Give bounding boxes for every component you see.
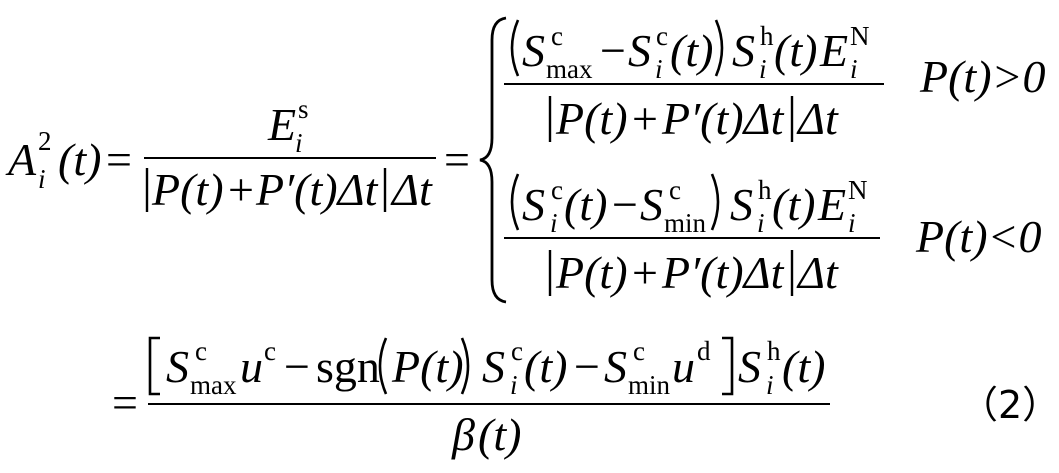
line2-s4: S [738, 341, 761, 392]
case1-s1-sup: c [551, 21, 563, 51]
case1-den-p1: P(t) [555, 93, 628, 144]
cases-brace [479, 16, 507, 304]
lhs-symbol: A [5, 134, 37, 185]
line2-den-beta: β [451, 409, 475, 460]
line2-sgn: sgn [316, 341, 380, 392]
case2-s1: S [522, 179, 545, 230]
case1-s2-sup: c [656, 21, 668, 51]
case2-s2-sub: min [664, 208, 707, 238]
fraction-main: E s i P(t) + P′(t)Δt Δt [144, 94, 436, 215]
line2-minus2: − [574, 341, 600, 392]
case2-s2: S [640, 179, 663, 230]
lhs-arg: (t) [58, 134, 101, 185]
case2-s3: S [730, 179, 753, 230]
case2-s1-arg: (t) [564, 179, 607, 230]
case1-e-sub: i [850, 54, 858, 84]
case1-e: E [819, 25, 848, 76]
line2-minus1: − [284, 341, 310, 392]
frac1-num-sup: s [298, 94, 309, 124]
case2-s1-sub: i [550, 208, 558, 238]
case2-s3-arg: (t) [772, 179, 815, 230]
case1-s2-sub: i [655, 54, 663, 84]
line2-s1: S [166, 341, 189, 392]
line2-s2-sub: i [510, 370, 518, 400]
case1-s2: S [628, 25, 651, 76]
equals-sign-3: = [112, 377, 138, 428]
case1-minus: − [600, 25, 626, 76]
line2-s2-sup: c [511, 336, 523, 366]
case1-s1-sub: max [546, 54, 593, 84]
case2-e-sub: i [848, 208, 856, 238]
line2-p: P(t) [391, 341, 464, 392]
line2-paren-right [460, 337, 470, 395]
lhs-term: A 2 i (t) [5, 126, 101, 194]
case2-s2-sup: c [669, 175, 681, 205]
case-2: S c i (t) − S c min S h i (t) E N i P(t)… [504, 173, 1042, 298]
case1-e-sup: N [850, 21, 870, 51]
line2-s4-sub: i [766, 370, 774, 400]
equals-sign-1: = [106, 134, 132, 185]
line2-u1-sup: c [264, 336, 276, 366]
line2-s2: S [482, 341, 505, 392]
case2-den-dt: Δt [796, 247, 839, 298]
case1-s3: S [732, 25, 755, 76]
frac1-num-symbol: E [267, 99, 296, 150]
line2-fraction: S c max u c − sgn P(t) S c i (t) − S c m… [148, 336, 830, 460]
case2-e-sup: N [848, 175, 868, 205]
line2-s4-sup: h [767, 336, 781, 366]
line2-u2-sup: d [697, 336, 711, 366]
case2-condition: P(t)<0 [915, 211, 1042, 262]
case1-den-p2: P′(t)Δt [661, 93, 785, 144]
case2-den-p1: P(t) [555, 247, 628, 298]
case1-s3-arg: (t) [774, 25, 817, 76]
case1-paren-right [714, 19, 724, 77]
case2-e: E [817, 179, 846, 230]
line2-paren-left [378, 337, 388, 395]
case1-paren-left [510, 19, 520, 77]
case2-s3-sub: i [757, 208, 765, 238]
equation-number: （2） [960, 383, 1059, 427]
line2-s3: S [604, 341, 627, 392]
case2-den-p2: P′(t)Δt [661, 247, 785, 298]
line2-u1: u [240, 341, 263, 392]
line2-u2: u [672, 341, 695, 392]
lhs-sup: 2 [38, 126, 52, 156]
frac1-den-plus: + [228, 164, 254, 215]
case1-s1: S [522, 25, 545, 76]
frac1-num-sub: i [295, 128, 303, 158]
line2-s1-sub: max [190, 370, 237, 400]
case-1: S c max − S c i (t) S h i (t) E N i P(t)… [504, 19, 1046, 144]
frac1-den-dt: Δt [390, 164, 433, 215]
case1-den-plus: + [632, 93, 658, 144]
line2-s3-sub: min [628, 370, 671, 400]
lhs-sub: i [38, 164, 46, 194]
line2-bracket-right [722, 336, 734, 396]
line2-s4-arg: (t) [782, 341, 825, 392]
case2-minus: − [612, 179, 638, 230]
frac1-den-p2: P′(t)Δt [255, 164, 379, 215]
case1-s2-arg: (t) [670, 25, 713, 76]
case2-den-plus: + [632, 247, 658, 298]
line2-s2-arg: (t) [524, 341, 567, 392]
line2-s1-sup: c [195, 336, 207, 366]
case2-s1-sup: c [551, 175, 563, 205]
frac1-den-p1: P(t) [151, 164, 224, 215]
case1-s3-sub: i [759, 54, 767, 84]
case1-condition: P(t)>0 [919, 51, 1046, 102]
equals-sign-2: = [444, 134, 470, 185]
case2-s3-sup: h [758, 175, 772, 205]
line2-bracket-left [148, 336, 160, 396]
line2-s3-sup: c [633, 336, 645, 366]
line2-den-arg: (t) [478, 409, 521, 460]
case1-s3-sup: h [760, 21, 774, 51]
case2-paren-right [710, 173, 720, 231]
case1-den-dt: Δt [796, 93, 839, 144]
case2-paren-left [510, 173, 520, 231]
